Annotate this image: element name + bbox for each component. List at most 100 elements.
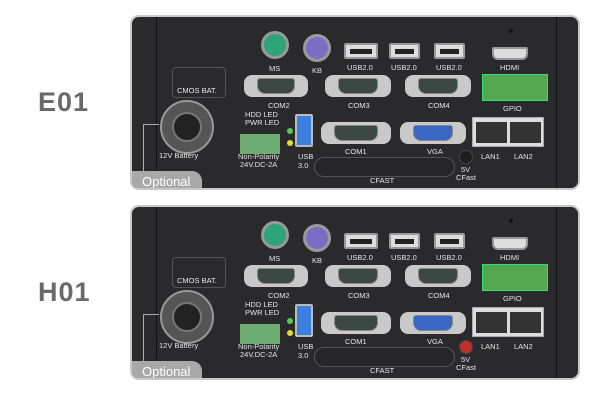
usb3-port [295, 114, 313, 147]
usb3-port [295, 304, 313, 337]
usb2-port [344, 233, 378, 249]
cfast-label: CFAST [370, 176, 395, 185]
power-rating-label: 24V.DC-2A [240, 160, 278, 169]
vga-label: VGA [427, 147, 443, 156]
com4-port [405, 75, 471, 97]
power-connector [240, 134, 280, 154]
lan1-label: LAN1 [481, 342, 500, 351]
hdmi-label: HDMI [500, 253, 520, 262]
battery-label: 12V Battery [159, 341, 199, 350]
hdd-led-label: HDD LED [245, 110, 278, 119]
kb-label: KB [312, 256, 323, 265]
lan2-label: LAN2 [514, 342, 533, 351]
hdmi-label: HDMI [500, 63, 520, 72]
cmos-battery-cover [172, 257, 226, 288]
divider [156, 207, 157, 378]
model-label: H01 [38, 277, 91, 307]
ps2-keyboard-port [303, 224, 331, 252]
com3-label: COM3 [348, 101, 370, 110]
hdmi-port [492, 237, 528, 250]
pwr-led [287, 330, 293, 336]
gpio-label: GPIO [503, 294, 522, 303]
usb3-label: USB [298, 342, 314, 351]
ps2-mouse-port [261, 221, 289, 249]
com3-label: COM3 [348, 291, 370, 300]
vga-port [400, 312, 466, 334]
model-label: E01 [38, 87, 90, 117]
com4-label: COM4 [428, 291, 450, 300]
com1-label: COM1 [345, 147, 367, 156]
com2-label: COM2 [268, 291, 290, 300]
com1-port [321, 312, 391, 334]
divider [556, 17, 557, 188]
5v-label: 5V [461, 165, 471, 174]
io-panel: CMOS BAT. 12V Battery Optional MS KB USB… [130, 15, 580, 190]
ms-label: MS [269, 254, 281, 263]
non-polarity-label: Non-Polarity [238, 152, 280, 161]
com1-port [321, 122, 391, 144]
ps2-mouse-port [261, 31, 289, 59]
com4-port [405, 265, 471, 287]
usb3-label-version: 3.0 [298, 161, 309, 170]
usb2-label: USB2.0 [436, 63, 462, 72]
gpio-terminal [482, 74, 548, 101]
usb3-label: USB [298, 152, 314, 161]
com3-port [325, 265, 391, 287]
hdmi-port [492, 47, 528, 60]
leader-line [143, 124, 159, 174]
com2-label: COM2 [268, 101, 290, 110]
hdd-led [287, 128, 293, 134]
lan1-label: LAN1 [481, 152, 500, 161]
com1-label: COM1 [345, 337, 367, 346]
com4-label: COM4 [428, 101, 450, 110]
usb2-label: USB2.0 [347, 253, 373, 262]
ms-label: MS [269, 64, 281, 73]
usb3-label-version: 3.0 [298, 351, 309, 360]
hdd-led-label: HDD LED [245, 300, 278, 309]
usb2-port [434, 233, 465, 249]
cfast-slot-cover [314, 347, 455, 367]
cfast-indicator [459, 150, 473, 164]
cmos-label: CMOS BAT. [177, 276, 217, 285]
leader-line [143, 314, 159, 364]
lan-ports [472, 307, 544, 337]
vga-label: VGA [427, 337, 443, 346]
cfast-5v-label: CFast [456, 173, 477, 182]
cmos-battery-cover [172, 67, 226, 98]
kb-label: KB [312, 66, 323, 75]
usb2-label: USB2.0 [391, 63, 417, 72]
gpio-label: GPIO [503, 104, 522, 113]
power-connector [240, 324, 280, 344]
cfast-label: CFAST [370, 366, 395, 375]
battery-label: 12V Battery [159, 151, 199, 160]
optional-badge: Optional [132, 171, 202, 188]
cfast-indicator [459, 340, 473, 354]
cfast-slot-cover [314, 157, 455, 177]
com3-port [325, 75, 391, 97]
usb2-label: USB2.0 [347, 63, 373, 72]
ps2-keyboard-port [303, 34, 331, 62]
battery-connector [160, 290, 214, 344]
lan2-label: LAN2 [514, 152, 533, 161]
5v-label: 5V [461, 355, 471, 364]
optional-badge: Optional [132, 361, 202, 378]
usb2-port [389, 233, 420, 249]
pwr-led [287, 140, 293, 146]
usb2-port [389, 43, 420, 59]
pwr-led-label: PWR LED [245, 308, 280, 317]
vga-port [400, 122, 466, 144]
com2-port [244, 265, 308, 287]
io-panel: CMOS BAT. 12V Battery Optional MS KB USB… [130, 205, 580, 380]
power-rating-label: 24V.DC-2A [240, 350, 278, 359]
usb2-port [344, 43, 378, 59]
usb2-port [434, 43, 465, 59]
gpio-terminal [482, 264, 548, 291]
cmos-label: CMOS BAT. [177, 86, 217, 95]
lan-ports [472, 117, 544, 147]
divider [556, 207, 557, 378]
usb2-label: USB2.0 [436, 253, 462, 262]
divider [156, 17, 157, 188]
non-polarity-label: Non-Polarity [238, 342, 280, 351]
cfast-5v-label: CFast [456, 363, 477, 372]
pwr-led-label: PWR LED [245, 118, 280, 127]
